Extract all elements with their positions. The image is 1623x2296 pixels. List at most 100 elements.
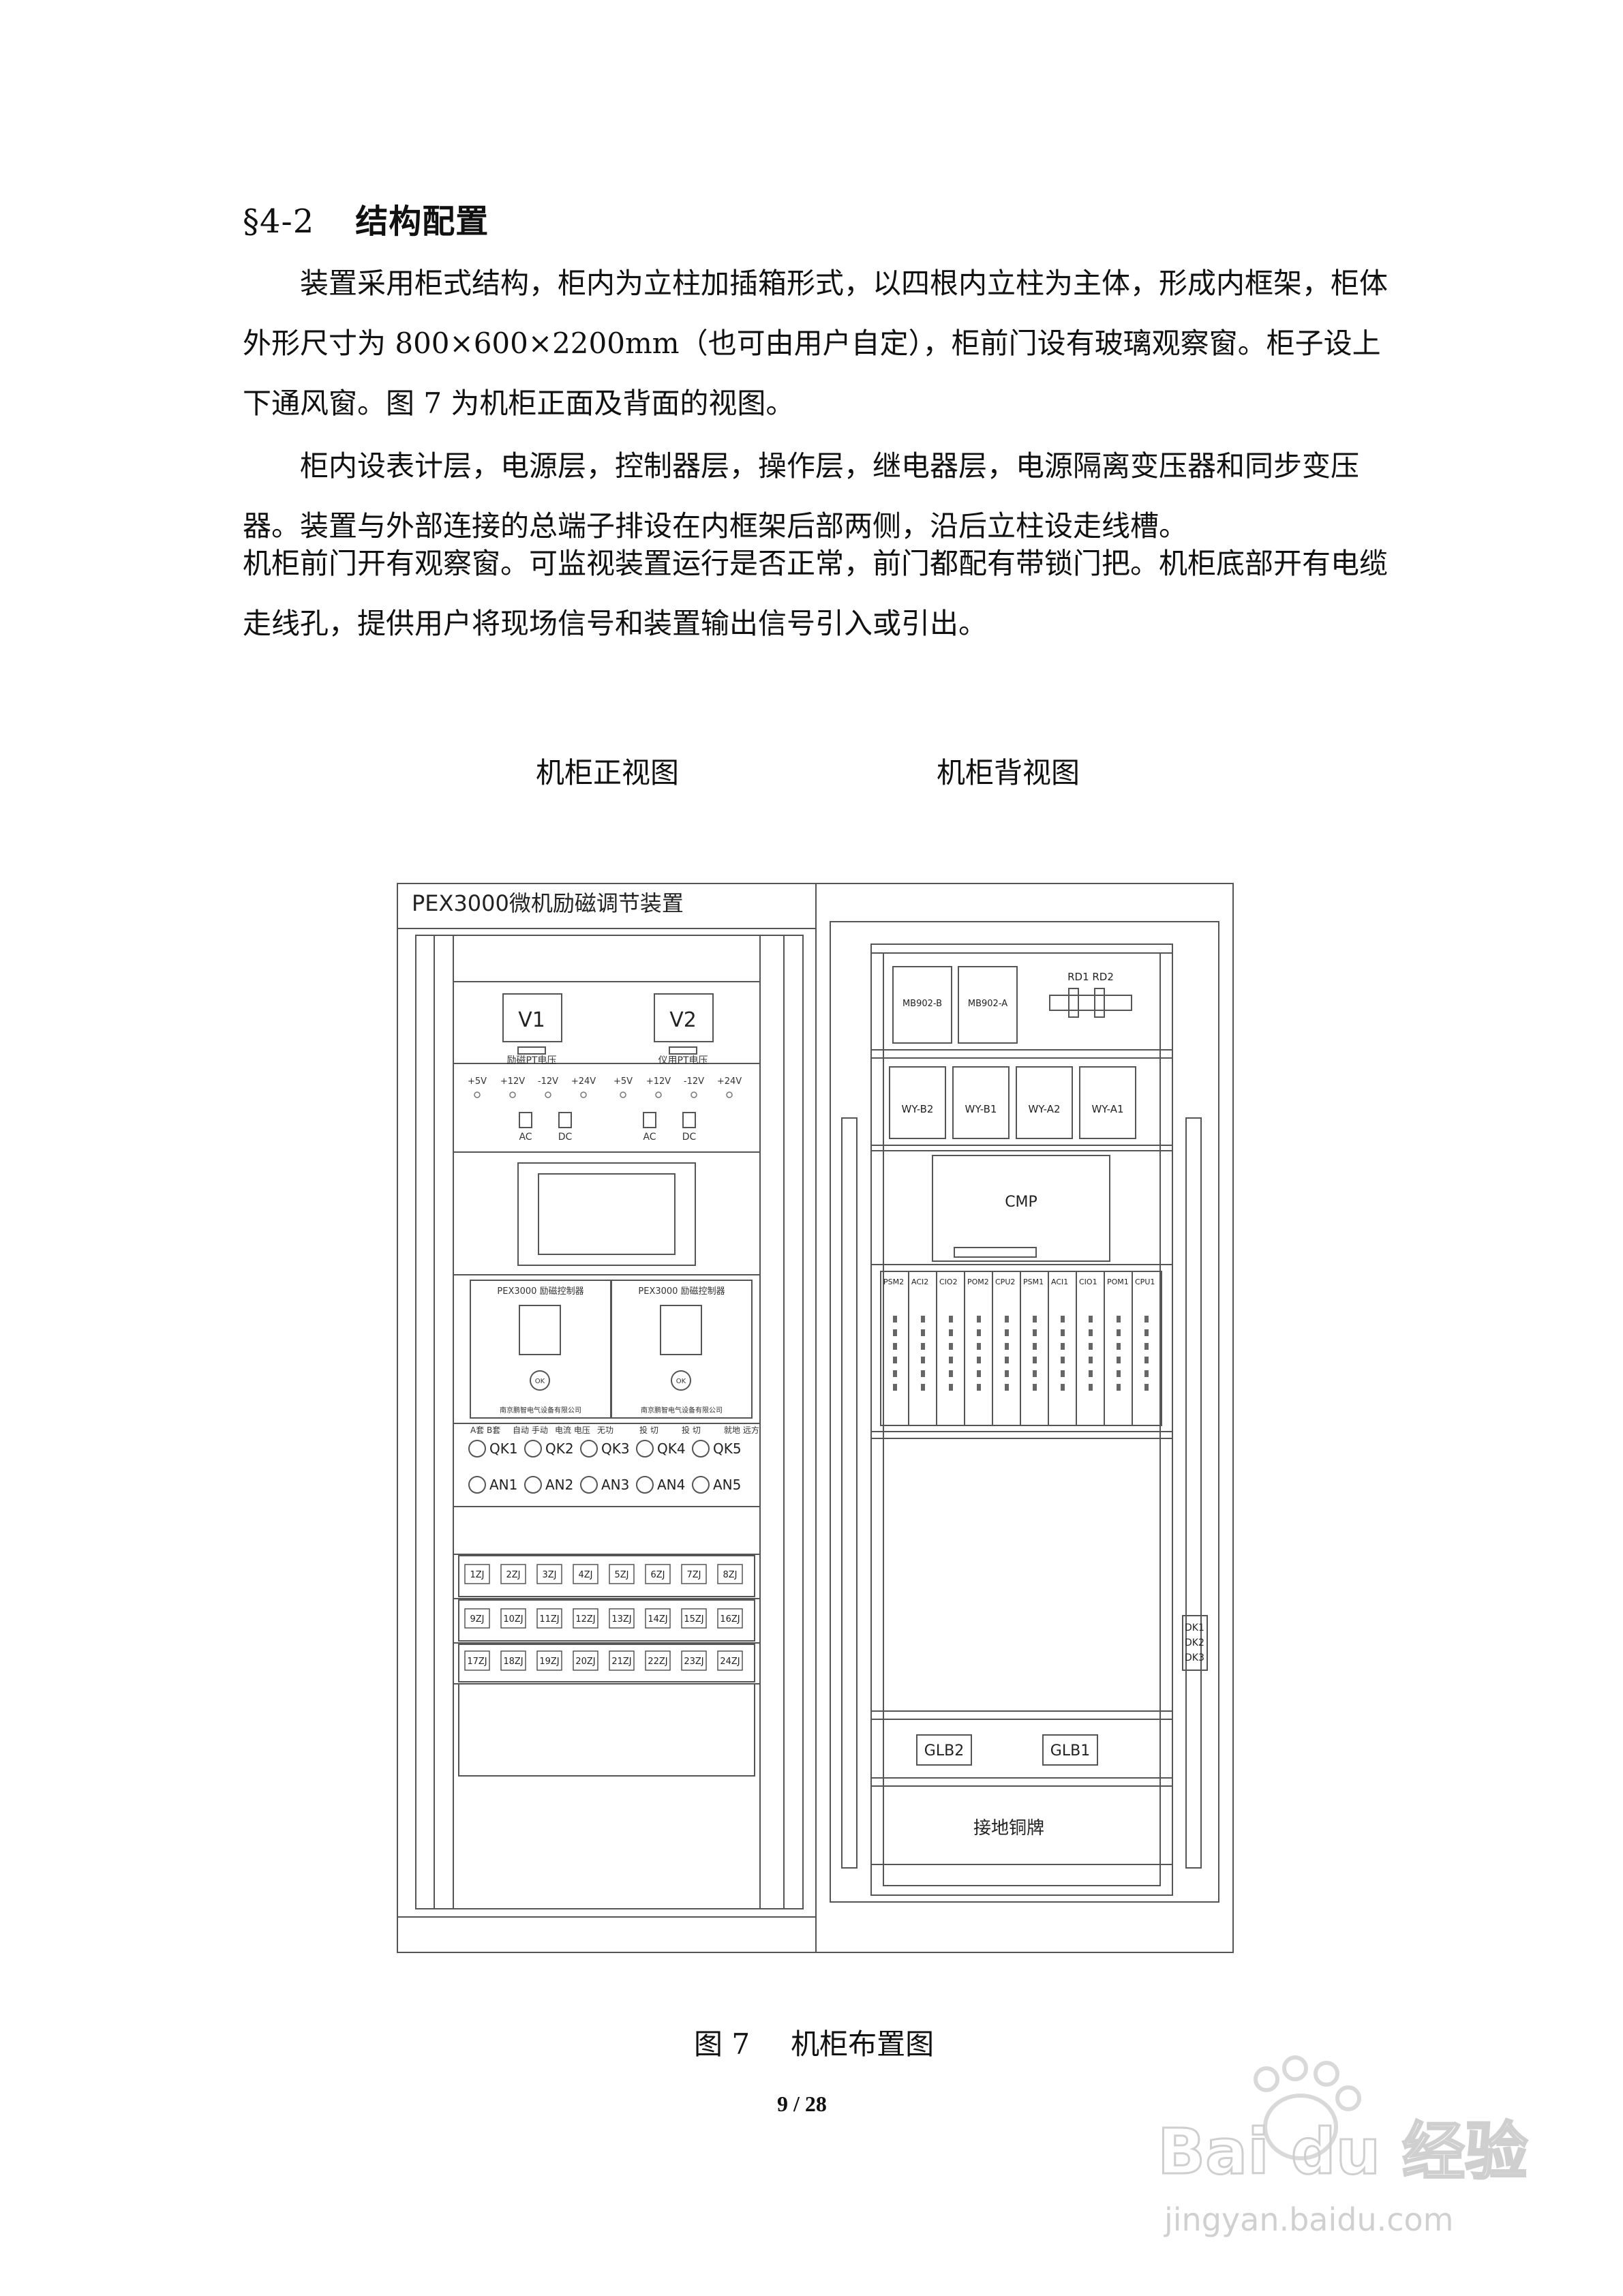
figure-title: 机柜布置图 [791, 2027, 935, 2061]
card-connector-2-1 [949, 1329, 953, 1336]
relay-box-0-5 [645, 1564, 671, 1584]
voltage-label-5: +12V [646, 1076, 671, 1087]
card-connector-8-0 [1117, 1316, 1121, 1323]
relay-box-1-3 [573, 1608, 598, 1629]
relay-label-0-4: 5ZJ [614, 1570, 628, 1580]
card-connector-1-1 [921, 1329, 925, 1336]
card-connector-1-5 [921, 1384, 925, 1391]
card-connector-6-5 [1061, 1384, 1065, 1391]
relay-label-1-1: 10ZJ [503, 1614, 523, 1625]
voltage-led-7 [726, 1091, 733, 1098]
card-connector-3-2 [977, 1343, 981, 1350]
qk-label-3: QK4 [657, 1440, 686, 1457]
card-connector-7-0 [1089, 1316, 1093, 1323]
relay-label-1-4: 13ZJ [611, 1614, 631, 1625]
card-connector-9-2 [1144, 1343, 1149, 1350]
card-connector-4-5 [1005, 1384, 1009, 1391]
fuses-label: RD1 RD2 [1067, 971, 1114, 983]
card-connector-5-4 [1033, 1370, 1037, 1377]
glb1-label: GLB1 [1050, 1742, 1090, 1759]
card-connector-8-4 [1117, 1370, 1121, 1377]
cmp-label: CMP [1005, 1194, 1037, 1211]
relay-label-1-5: 14ZJ [648, 1614, 667, 1625]
baidu-watermark: Bai du 经验 jingyan.baidu.com [1157, 2055, 1529, 2238]
card-label-8: POM1 [1107, 1278, 1129, 1286]
relay-label-2-5: 22ZJ [648, 1657, 667, 1667]
meter-v1-label: 励磁PT电压 [507, 1055, 557, 1066]
mode-label-3: 无功 [597, 1425, 613, 1435]
card-connector-0-4 [893, 1370, 897, 1377]
card-label-2: CIO2 [939, 1278, 958, 1286]
card-connector-8-1 [1117, 1329, 1121, 1336]
controller-a-ok: OK [535, 1378, 545, 1385]
card-label-7: CIO1 [1079, 1278, 1097, 1286]
card-connector-4-4 [1005, 1370, 1009, 1377]
an-label-4: AN5 [713, 1477, 741, 1493]
card-connector-8-5 [1117, 1384, 1121, 1391]
relay-box-1-0 [464, 1608, 490, 1629]
controller-a-title: PEX3000 励磁控制器 [497, 1286, 583, 1297]
card-connector-3-3 [977, 1357, 981, 1363]
qk-label-1: QK2 [545, 1440, 574, 1457]
card-connector-5-5 [1033, 1384, 1037, 1391]
card-connector-4-2 [1005, 1343, 1009, 1350]
card-label-9: CPU1 [1135, 1278, 1155, 1286]
voltage-label-4: +5V [613, 1076, 633, 1087]
an-label-2: AN3 [601, 1477, 629, 1493]
card-connector-6-2 [1061, 1343, 1065, 1350]
relay-label-0-5: 6ZJ [650, 1570, 665, 1580]
relay-box-1-6 [681, 1608, 707, 1629]
selector-knob-4 [692, 1440, 710, 1457]
relay-box-2-2 [536, 1650, 562, 1671]
back-view-caption: 机柜背视图 [937, 756, 1080, 789]
relay-label-1-0: 9ZJ [470, 1614, 484, 1625]
paw-icon [1254, 2055, 1361, 2160]
relay-label-1-6: 15ZJ [684, 1614, 703, 1625]
wy-label-1: WY-B1 [965, 1103, 997, 1115]
card-connector-7-3 [1089, 1357, 1093, 1363]
power-switch-label-2: AC [643, 1132, 656, 1143]
card-connector-7-5 [1089, 1384, 1093, 1391]
relay-label-1-3: 12ZJ [575, 1614, 595, 1625]
relay-label-2-0: 17ZJ [467, 1657, 487, 1667]
relay-box-0-1 [500, 1564, 526, 1584]
relay-box-0-4 [609, 1564, 635, 1584]
voltage-led-5 [655, 1091, 662, 1098]
relay-label-2-7: 24ZJ [720, 1657, 740, 1667]
card-connector-7-2 [1089, 1343, 1093, 1350]
power-switch-label-3: DC [682, 1132, 697, 1143]
push-button-2 [580, 1476, 598, 1494]
relay-box-2-5 [645, 1650, 671, 1671]
relay-label-0-6: 7ZJ [686, 1570, 701, 1580]
controller-b-ok: OK [676, 1378, 686, 1385]
paragraph-3: 机柜前门开有观察窗。可监视装置运行是否正常，前门都配有带锁门把。机柜底部开有电缆… [243, 547, 1389, 640]
card-connector-5-3 [1033, 1357, 1037, 1363]
an-label-0: AN1 [489, 1477, 517, 1493]
card-connector-1-4 [921, 1370, 925, 1377]
voltage-label-2: -12V [538, 1076, 558, 1087]
card-connector-6-3 [1061, 1357, 1065, 1363]
relay-box-2-3 [573, 1650, 598, 1671]
voltage-label-1: +12V [500, 1076, 525, 1087]
card-label-1: ACI2 [911, 1278, 928, 1286]
relay-label-2-4: 21ZJ [611, 1657, 631, 1667]
card-label-3: POM2 [967, 1278, 989, 1286]
card-connector-4-3 [1005, 1357, 1009, 1363]
front-view-caption: 机柜正视图 [536, 756, 680, 789]
relay-label-0-0: 1ZJ [470, 1570, 484, 1580]
relay-box-2-7 [717, 1650, 743, 1671]
section-number: §4-2 [243, 202, 315, 241]
voltage-label-3: +24V [571, 1076, 596, 1087]
card-connector-6-0 [1061, 1316, 1065, 1323]
card-connector-3-1 [977, 1329, 981, 1336]
relay-box-0-6 [681, 1564, 707, 1584]
meter-v2: V2 [669, 1008, 697, 1032]
card-connector-6-1 [1061, 1329, 1065, 1336]
selector-knob-3 [636, 1440, 654, 1457]
voltage-led-0 [474, 1091, 481, 1098]
relay-box-0-2 [536, 1564, 562, 1584]
ground-bar-label: 接地铜牌 [973, 1818, 1044, 1839]
relay-box-1-7 [717, 1608, 743, 1629]
card-connector-5-0 [1033, 1316, 1037, 1323]
